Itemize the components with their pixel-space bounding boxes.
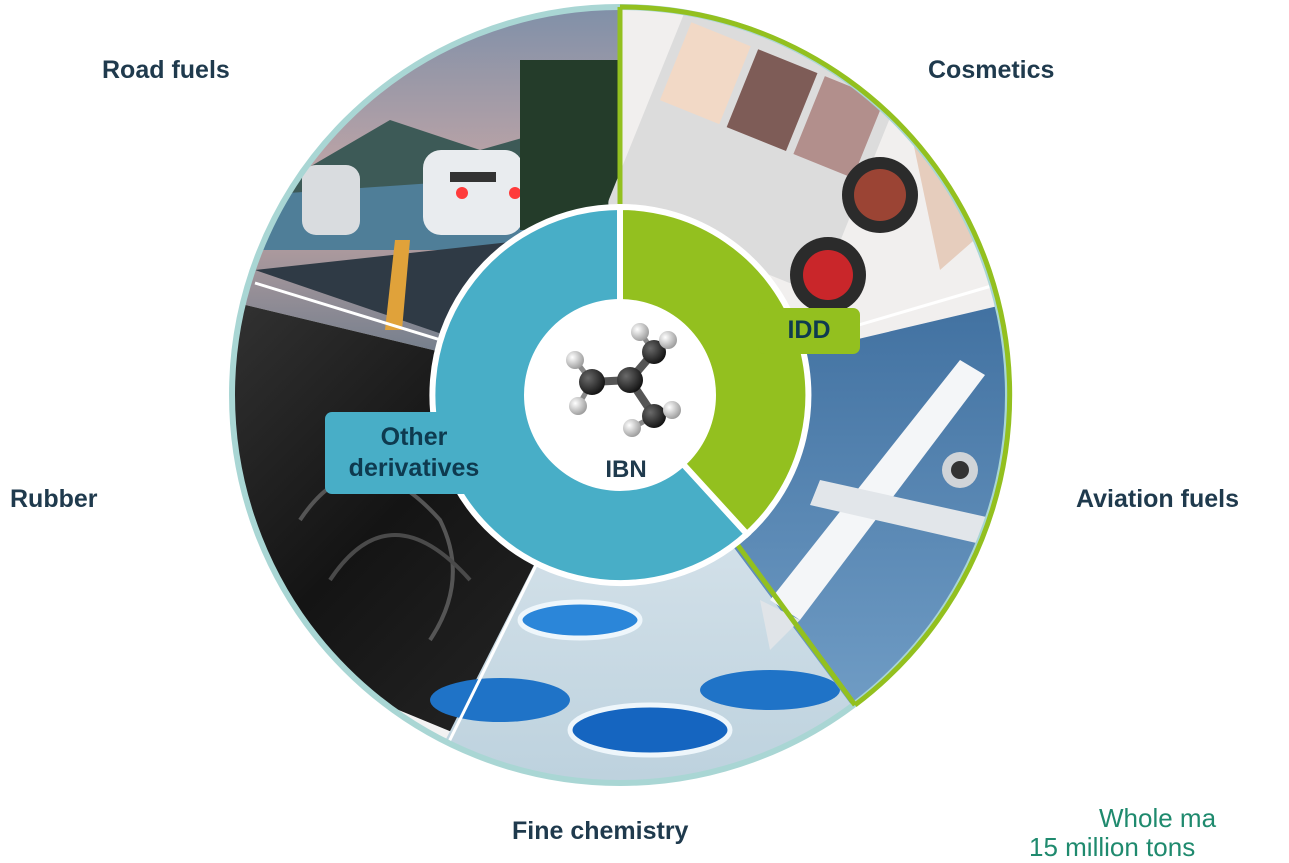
road-fuels-label: Road fuels — [102, 56, 230, 84]
fine-chemistry-image — [400, 395, 860, 783]
aviation-fuels-label: Aviation fuels — [1076, 485, 1239, 513]
market-text-line2: 15 million tons — [1029, 832, 1196, 862]
cosmetics-label: Cosmetics — [928, 56, 1055, 84]
rubber-label: Rubber — [10, 485, 98, 513]
fine-chemistry-label: Fine chemistry — [512, 817, 689, 845]
other-derivatives-line1: Other — [380, 422, 448, 451]
other-derivatives-line2: derivatives — [348, 454, 480, 482]
isobutene-molecule-icon — [566, 323, 681, 437]
other-derivatives-tag: Other derivatives — [325, 412, 503, 494]
idd-label: IDD — [787, 316, 831, 345]
ibn-label: IBN — [605, 456, 647, 483]
market-text-line1: Whole ma — [1099, 803, 1217, 833]
idd-tag: IDD — [758, 308, 860, 354]
